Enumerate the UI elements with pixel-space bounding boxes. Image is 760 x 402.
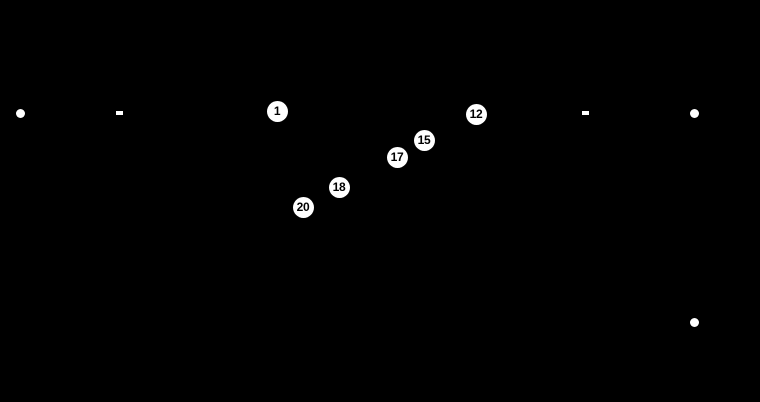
dash-left[interactable]	[115, 111, 123, 115]
dot-bottom-right[interactable]	[689, 317, 699, 327]
badge-marker-12[interactable]: 12	[465, 103, 487, 125]
dot-left[interactable]	[15, 108, 25, 118]
badge-marker-17[interactable]: 17	[386, 146, 408, 168]
dash-right[interactable]	[581, 111, 589, 115]
badge-marker-20[interactable]: 20	[292, 196, 314, 218]
badge-marker-18[interactable]: 18	[328, 176, 350, 198]
badge-marker-1[interactable]: 1	[266, 100, 288, 122]
badge-marker-15[interactable]: 15	[413, 129, 435, 151]
dot-right[interactable]	[689, 108, 699, 118]
